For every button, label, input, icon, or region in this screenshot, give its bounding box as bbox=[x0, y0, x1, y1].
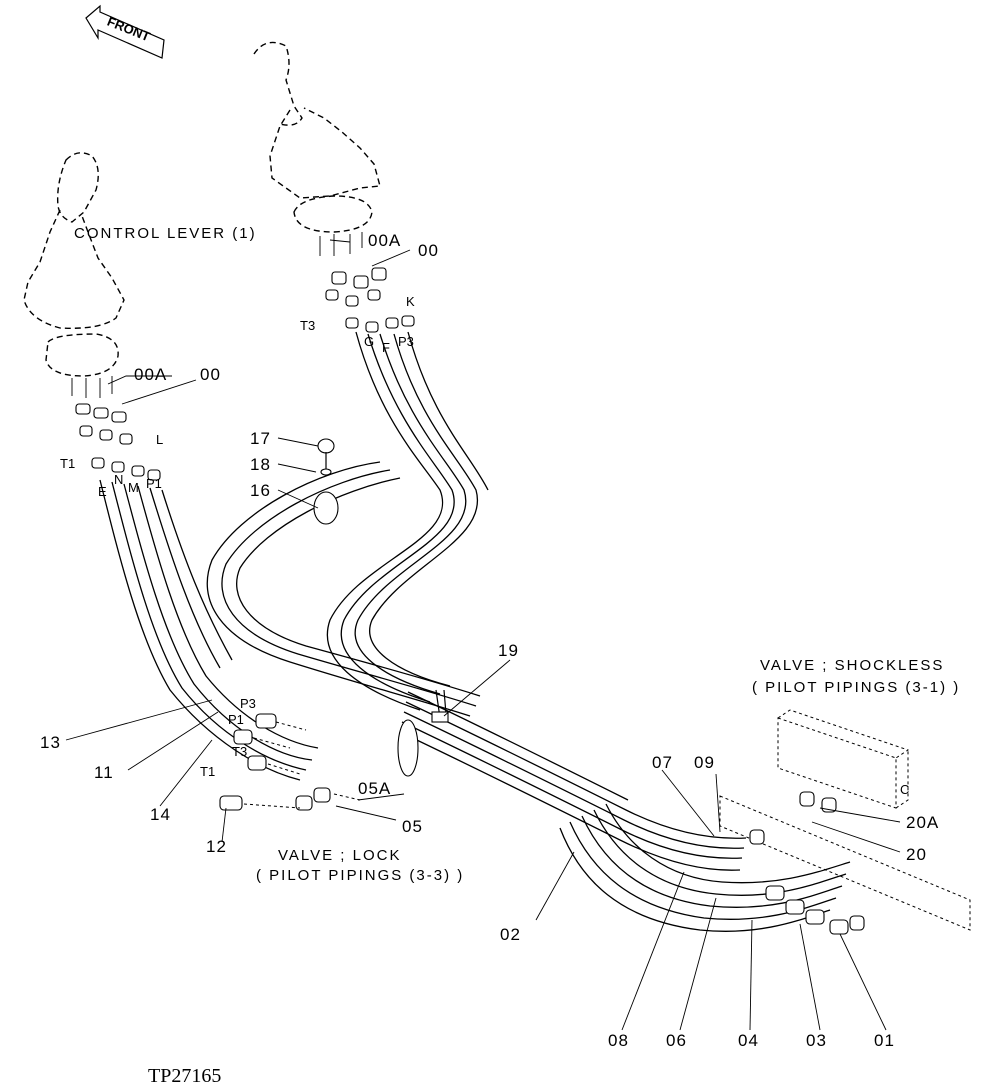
port-lock-T1: T1 bbox=[200, 764, 215, 779]
hose-loop-upper bbox=[206, 461, 481, 717]
valve-lock-label-line2: ( PILOT PIPINGS (3-3) ) bbox=[256, 867, 464, 884]
port-left-N: N bbox=[114, 472, 123, 487]
callout-00A-left: 00A bbox=[134, 365, 167, 384]
port-left-P1: P1 bbox=[146, 476, 162, 491]
port-left-M: M bbox=[128, 480, 139, 495]
port-right-G: G bbox=[364, 334, 374, 349]
port-right-K: K bbox=[406, 294, 415, 309]
callout-01: 01 bbox=[874, 1031, 895, 1050]
callout-02: 02 bbox=[500, 925, 521, 944]
callout-12: 12 bbox=[206, 837, 227, 856]
callout-20A: 20A bbox=[906, 813, 939, 832]
callout-20: 20 bbox=[906, 845, 927, 864]
clamp-16 bbox=[313, 438, 339, 525]
callout-00A-right: 00A bbox=[368, 231, 401, 250]
hose-main-run bbox=[399, 691, 851, 932]
front-arrow: FRONT bbox=[85, 4, 165, 59]
left-control-lever bbox=[23, 152, 161, 481]
control-lever-label: CONTROL LEVER (1) bbox=[74, 225, 257, 242]
callout-05: 05 bbox=[402, 817, 423, 836]
port-lock-P1: P1 bbox=[228, 712, 244, 727]
callout-17: 17 bbox=[250, 429, 271, 448]
port-left-L: L bbox=[156, 432, 163, 447]
front-arrow-label: FRONT bbox=[105, 14, 152, 45]
callout-05A: 05A bbox=[358, 779, 391, 798]
port-lock-T3: T3 bbox=[232, 744, 247, 759]
leader-lines bbox=[65, 239, 901, 1031]
callout-11: 11 bbox=[94, 763, 114, 782]
port-right-P3: P3 bbox=[398, 334, 414, 349]
figure-code: TP27165 bbox=[148, 1065, 221, 1085]
left-lever-fittings bbox=[75, 403, 161, 481]
shockless-valve-block bbox=[719, 709, 971, 935]
valve-lock-label-line1: VALVE ; LOCK bbox=[278, 847, 402, 864]
callout-19: 19 bbox=[498, 641, 519, 660]
callout-03: 03 bbox=[806, 1031, 827, 1050]
callout-00-left: 00 bbox=[200, 365, 221, 384]
callout-09: 09 bbox=[694, 753, 715, 772]
callout-14: 14 bbox=[150, 805, 171, 824]
callout-00-right: 00 bbox=[418, 241, 439, 260]
valve-shockless-label-line2: ( PILOT PIPINGS (3-1) ) bbox=[752, 679, 960, 696]
valve-shockless-label-line1: VALVE ; SHOCKLESS bbox=[760, 657, 944, 674]
callout-06: 06 bbox=[666, 1031, 687, 1050]
right-lever-fittings bbox=[325, 267, 415, 333]
lock-valve-fittings bbox=[219, 713, 361, 811]
right-control-lever bbox=[253, 41, 415, 333]
callout-08: 08 bbox=[608, 1031, 629, 1050]
callout-13: 13 bbox=[40, 733, 61, 752]
port-left-E: E bbox=[98, 484, 107, 499]
port-lock-P3: P3 bbox=[240, 696, 256, 711]
clamp-19 bbox=[397, 689, 449, 777]
callout-16: 16 bbox=[250, 481, 271, 500]
callout-07: 07 bbox=[652, 753, 673, 772]
callout-04: 04 bbox=[738, 1031, 759, 1050]
port-left-T1: T1 bbox=[60, 456, 75, 471]
port-right-F: F bbox=[382, 340, 390, 355]
port-shock-C: C bbox=[900, 782, 909, 797]
callout-18: 18 bbox=[250, 455, 271, 474]
hose-bundle-right bbox=[326, 331, 489, 711]
port-right-T3: T3 bbox=[300, 318, 315, 333]
